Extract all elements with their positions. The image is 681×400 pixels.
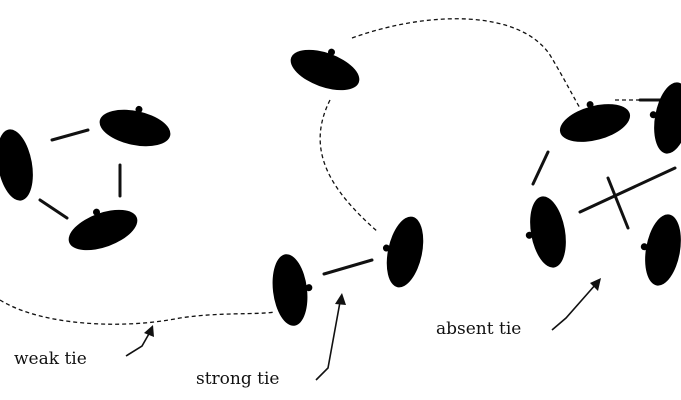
- weak-tie-label: weak tie: [14, 349, 87, 369]
- person-icon: [61, 196, 143, 259]
- strong-tie-label: strong tie: [196, 369, 279, 389]
- person-icon: [519, 193, 571, 272]
- person-icon: [268, 251, 317, 328]
- absent-tie-cross: [606, 176, 630, 230]
- person-icon: [96, 98, 175, 153]
- strong-tie-line: [322, 258, 374, 276]
- strong-tie-arrow: [315, 301, 341, 381]
- absent-tie-arrow: [551, 283, 597, 331]
- person-icon: [634, 210, 681, 289]
- strong-tie-line: [531, 150, 550, 186]
- strong-tie-arrowhead: [335, 293, 346, 305]
- person-icon: [285, 36, 367, 99]
- person-icon: [375, 212, 430, 291]
- weak-tie-line-bridge: [319, 99, 379, 233]
- weak-tie-line-arc: [351, 18, 581, 109]
- absent-tie-label: absent tie: [436, 319, 521, 339]
- weak-tie-line-main: [0, 299, 276, 325]
- person-icon: [0, 126, 38, 205]
- absent-tie-arrowhead: [590, 278, 601, 291]
- strong-tie-line: [38, 198, 69, 220]
- weak-tie-arrowhead: [144, 325, 154, 337]
- strong-tie-line: [50, 128, 90, 142]
- weak-tie-arrow: [125, 331, 151, 357]
- strong-tie-line: [578, 166, 677, 214]
- person-icon: [643, 78, 681, 157]
